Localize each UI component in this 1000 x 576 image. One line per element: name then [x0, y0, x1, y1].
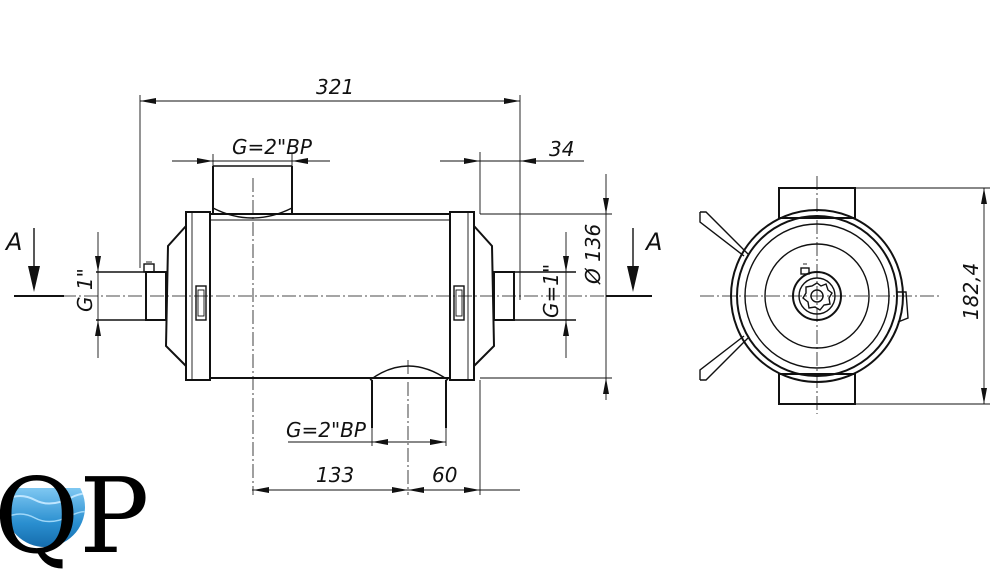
dimension-34: 34 [440, 137, 584, 214]
section-label-right: A [644, 228, 662, 256]
left-nozzle [96, 261, 167, 321]
right-thread-label: G=1" [539, 264, 563, 318]
dimension-diameter: Ø 136 [480, 174, 612, 400]
qp-logo: QP [0, 455, 149, 576]
section-mark-left: A [4, 228, 64, 297]
dim-133-label: 133 [316, 463, 354, 487]
logo-letters: QP [0, 455, 149, 576]
left-thread-label: G 1" [73, 268, 97, 312]
dim-182-4-label: 182,4 [959, 263, 983, 320]
mounting-bracket [699, 211, 749, 381]
dimension-left-thread: G 1" [73, 232, 101, 358]
nozzle-outer [792, 271, 842, 321]
section-label-left: A [4, 228, 22, 256]
end-view-bottom-port [778, 373, 856, 405]
end-view-top-port [778, 187, 856, 219]
side-plug [896, 291, 909, 323]
end-view: 182,4 [699, 176, 990, 414]
dim-60-label: 60 [432, 463, 457, 487]
dimension-321: 321 [139, 75, 521, 300]
dim-321-label: 321 [316, 75, 354, 99]
side-view: 321 G=2"ВР 34 Ø 136 [4, 75, 662, 495]
nozzle-splines [802, 282, 833, 311]
top-port [212, 165, 293, 219]
section-mark-right: A [606, 228, 662, 297]
dim-34-label: 34 [549, 137, 574, 161]
diameter-label: Ø 136 [581, 224, 605, 285]
dimension-top-thread: G=2"ВР [172, 135, 330, 168]
right-end-flange [449, 211, 496, 381]
cylinder-body [210, 213, 450, 379]
outer-shell [730, 209, 904, 383]
dimension-133-60: 133 60 [252, 380, 520, 495]
bottom-port [369, 365, 449, 428]
dimension-right-thread: G=1" [539, 232, 569, 358]
dimension-bottom-thread: G=2"ВР [286, 418, 447, 446]
bottom-thread-label: G=2"ВР [286, 418, 367, 442]
dimension-182-4: 182,4 [855, 187, 990, 405]
top-thread-label: G=2"ВР [232, 135, 313, 159]
